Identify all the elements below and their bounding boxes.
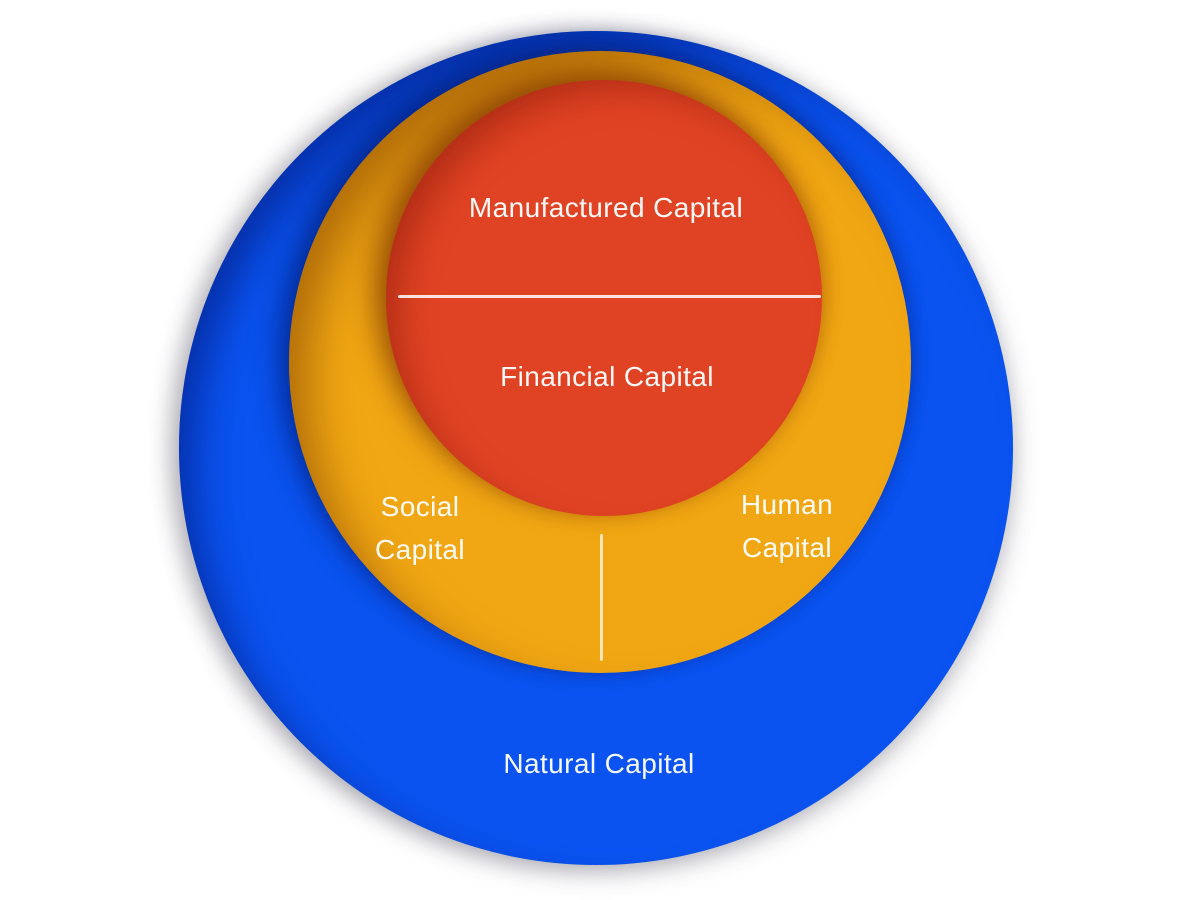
human-capital-label-line2: Capital	[742, 532, 832, 563]
manufactured-capital-label: Manufactured Capital	[468, 192, 744, 223]
human-capital-label-line1: Human	[740, 489, 834, 520]
financial-capital-label: Financial Capital	[500, 361, 714, 392]
natural-capital-label: Natural Capital	[503, 748, 695, 779]
manufactured-financial-divider-line	[398, 295, 821, 298]
manufactured-financial-capital-circle	[386, 80, 822, 516]
social-human-divider-line	[600, 534, 603, 661]
social-capital-label: Social Capital	[375, 485, 465, 571]
human-capital-label: Human Capital	[741, 483, 833, 569]
social-capital-label-line1: Social	[380, 491, 460, 522]
social-capital-label-line2: Capital	[375, 534, 465, 565]
natural-capital-circle	[179, 31, 1013, 865]
